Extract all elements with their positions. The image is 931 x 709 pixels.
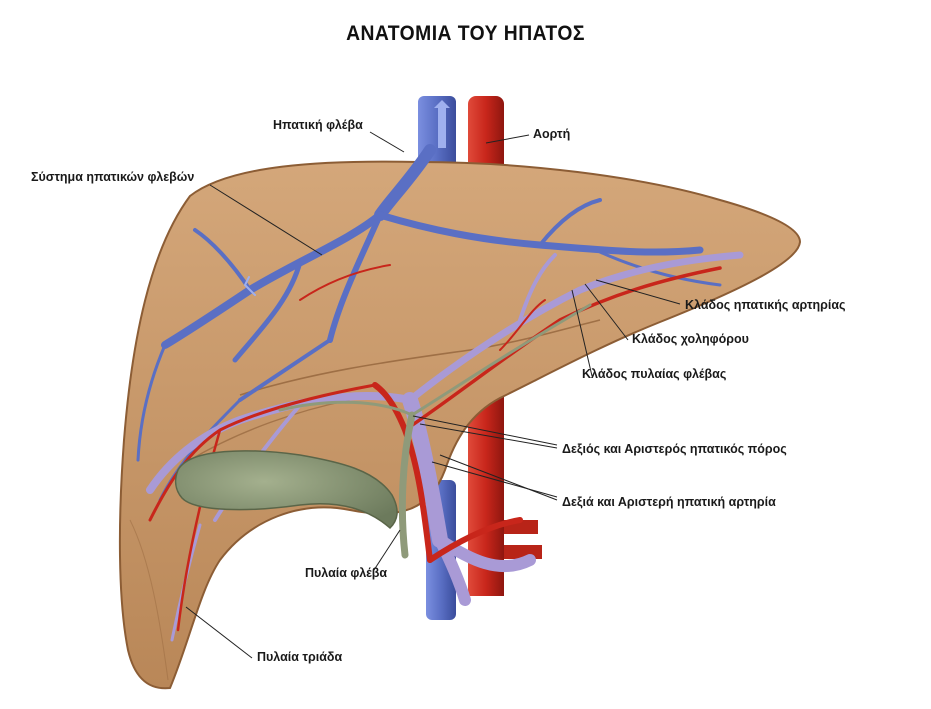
label-bile-duct-branch: Κλάδος χοληφόρου	[632, 332, 749, 346]
label-portal-triad: Πυλαία τριάδα	[257, 650, 343, 664]
label-hepatic-vein-system: Σύστημα ηπατικών φλεβών	[31, 170, 195, 184]
label-hepatic-arteries: Δεξιά και Αριστερή ηπατική αρτηρία	[562, 495, 776, 509]
label-aorta: Αορτή	[533, 127, 571, 141]
label-hepatic-artery-branch: Κλάδος ηπατικής αρτηρίας	[685, 298, 846, 312]
liver-body	[118, 160, 802, 690]
label-hepatic-ducts: Δεξιός και Αριστερός ηπατικός πόρος	[562, 442, 787, 456]
label-portal-vein-branch: Κλάδος πυλαίας φλέβας	[582, 367, 727, 381]
gallbladder	[174, 450, 398, 530]
diagram-title: ΑΝΑΤΟΜΙΑ ΤΟΥ ΗΠΑΤΟΣ	[346, 22, 585, 45]
label-hepatic-vein: Ηπατική φλέβα	[273, 118, 363, 132]
bile-duct-network	[278, 303, 592, 559]
label-portal-vein: Πυλαία φλέβα	[305, 566, 388, 580]
leader-lines	[185, 131, 681, 659]
